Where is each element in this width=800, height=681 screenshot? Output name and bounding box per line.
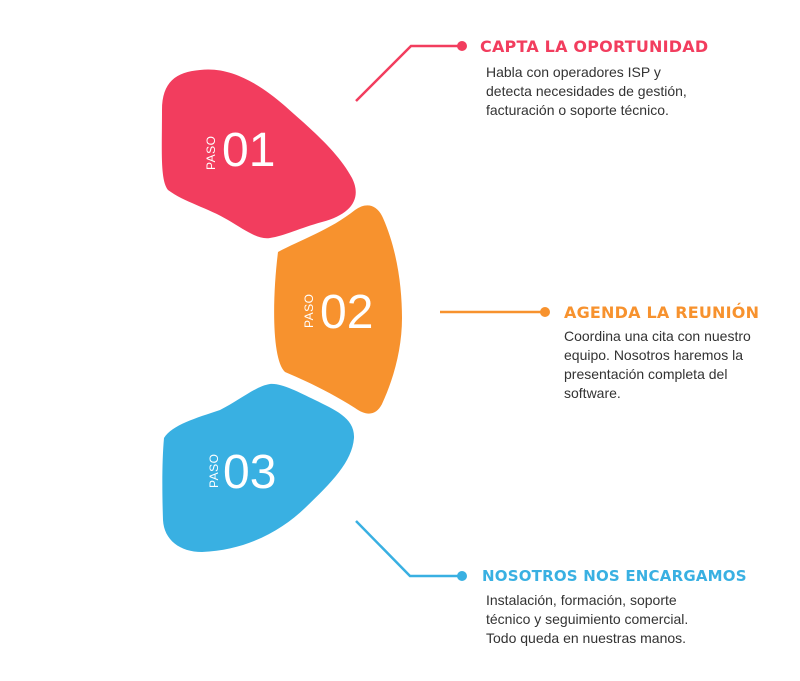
step-1-description: Habla con operadores ISP y detecta neces… <box>486 63 687 120</box>
connector-line-step-1 <box>355 44 462 102</box>
step-shape-3 <box>162 383 355 552</box>
step-3-number: 03 <box>223 446 276 499</box>
step-shape-2 <box>274 205 402 414</box>
step-1-desc-line: Habla con operadores ISP y <box>486 64 661 80</box>
step-3-desc-line: Todo queda en nuestras manos. <box>486 630 687 646</box>
step-2-paso-label: PASO <box>302 294 316 328</box>
step-3-desc-line: técnico y seguimiento comercial. <box>486 611 689 627</box>
step-2-desc-line: Coordina una cita con nuestro <box>564 328 751 344</box>
step-2-desc-line: equipo. Nosotros haremos la <box>564 347 743 363</box>
connector-dot-step-2 <box>540 307 550 317</box>
step-1-desc-line: detecta necesidades de gestión, <box>486 83 687 99</box>
step-2-description: Coordina una cita con nuestro equipo. No… <box>564 327 751 403</box>
connector-dot-step-1 <box>457 41 467 51</box>
step-3-paso-label: PASO <box>207 454 221 488</box>
step-shape-1 <box>161 69 356 239</box>
step-1-desc-line: facturación o soporte técnico. <box>486 102 669 118</box>
step-2-number: 02 <box>320 286 373 339</box>
step-3-title: NOSOTROS NOS ENCARGAMOS <box>482 567 747 585</box>
step-1-number: 01 <box>222 124 275 177</box>
step-2-desc-line: presentación completa del <box>564 366 728 382</box>
step-2-title: AGENDA LA REUNIÓN <box>564 303 760 322</box>
step-1-paso-label: PASO <box>204 136 218 170</box>
connector-line-step-3 <box>355 520 462 578</box>
connector-dot-step-3 <box>457 571 467 581</box>
step-3-desc-line: Instalación, formación, soporte <box>486 592 677 608</box>
step-3-description: Instalación, formación, soporte técnico … <box>486 591 688 648</box>
step-1-title: CAPTA LA OPORTUNIDAD <box>480 37 709 56</box>
step-2-desc-line: software. <box>564 385 621 401</box>
